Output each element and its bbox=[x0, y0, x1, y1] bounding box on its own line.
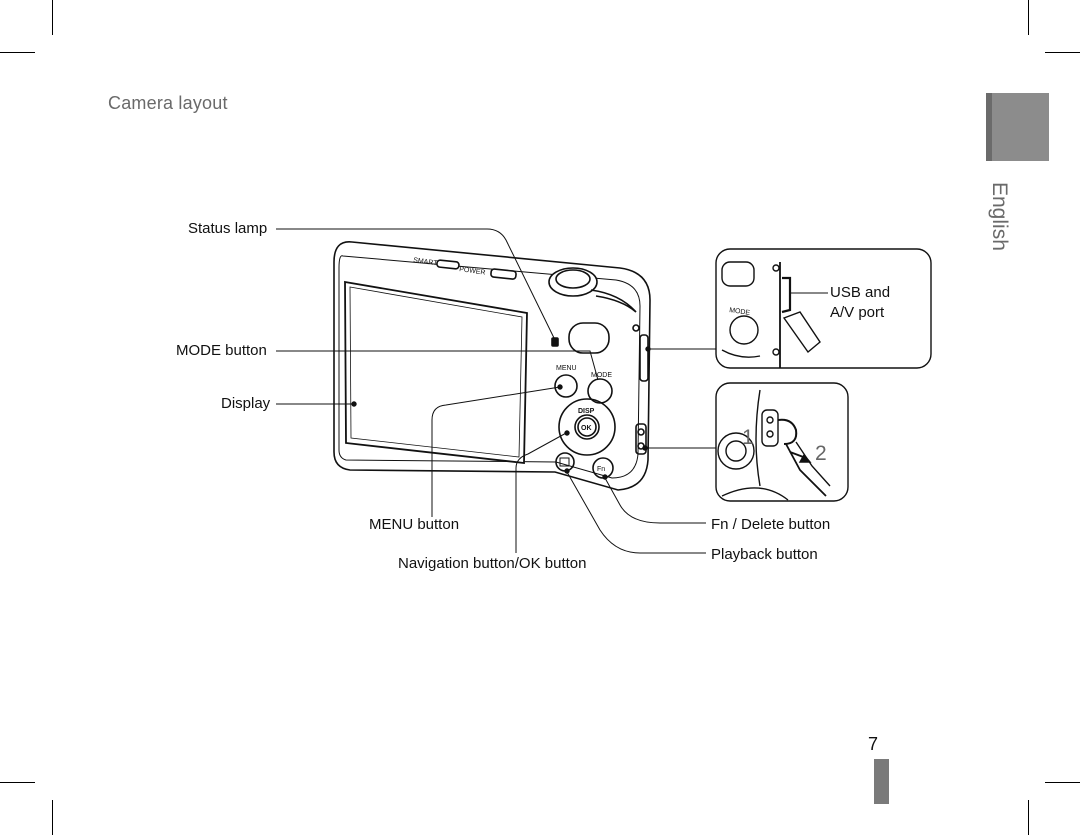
svg-text:MODE: MODE bbox=[729, 307, 751, 317]
mode-button-leader bbox=[276, 350, 599, 381]
page-number: 7 bbox=[868, 734, 879, 754]
crop-mark bbox=[0, 782, 35, 783]
navigation-ok-button-label: Navigation button/OK button bbox=[398, 555, 587, 572]
mode-marking: MODE bbox=[591, 372, 612, 379]
status-lamp-label: Status lamp bbox=[188, 220, 268, 237]
menu-button-label: MENU button bbox=[369, 516, 460, 533]
mode-button-label: MODE button bbox=[176, 342, 267, 359]
page-number-bar bbox=[874, 759, 889, 804]
crop-mark bbox=[1028, 800, 1029, 835]
playback-leader bbox=[566, 471, 706, 554]
fn-leader bbox=[604, 477, 706, 524]
strap-step-2: 2 bbox=[815, 442, 827, 465]
display-label: Display bbox=[221, 395, 271, 412]
callout-lines bbox=[276, 228, 716, 554]
crop-mark bbox=[52, 800, 53, 835]
crop-mark bbox=[1045, 52, 1080, 53]
ok-marking: OK bbox=[581, 425, 592, 432]
strap-inset bbox=[715, 382, 849, 502]
status-lamp-leader bbox=[276, 228, 556, 341]
usb-av-port-label-line1: USB and bbox=[830, 284, 891, 301]
crop-mark bbox=[52, 0, 53, 35]
camera-body bbox=[333, 241, 651, 491]
strap-step-numbers: 1 2 bbox=[742, 426, 827, 465]
power-marking: POWER bbox=[459, 266, 486, 277]
crop-mark bbox=[0, 52, 35, 53]
smart-marking: SMART bbox=[413, 257, 439, 267]
language-tab-marker bbox=[986, 93, 1049, 161]
fn-delete-button-label: Fn / Delete button bbox=[711, 516, 831, 533]
usb-port-inset: MODE bbox=[715, 248, 932, 369]
menu-marking: MENU bbox=[556, 365, 577, 372]
crop-mark bbox=[1028, 0, 1029, 35]
section-title: Camera layout bbox=[108, 93, 228, 113]
playback-button-label: Playback button bbox=[711, 546, 818, 563]
camera-marking-text: SMART POWER MENU MODE DISP OK Fn bbox=[413, 257, 613, 473]
crop-mark bbox=[1045, 782, 1080, 783]
fn-marking: Fn bbox=[597, 466, 605, 473]
menu-button-leader bbox=[431, 386, 561, 517]
usb-av-port-label-line2: A/V port bbox=[830, 304, 885, 321]
disp-marking: DISP bbox=[578, 408, 595, 415]
language-tab-marker-edge bbox=[986, 93, 992, 161]
navigation-leader bbox=[515, 431, 569, 553]
strap-step-1: 1 bbox=[742, 426, 754, 449]
